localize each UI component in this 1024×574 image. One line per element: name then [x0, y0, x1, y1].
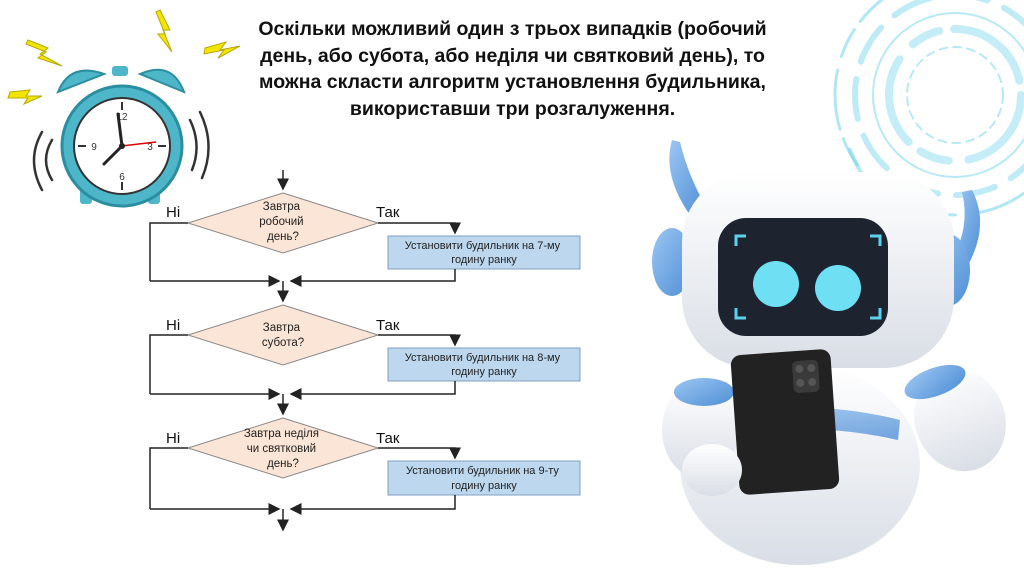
merge-arrow: [289, 495, 456, 515]
svg-text:6: 6: [119, 172, 125, 183]
decision-block-2: Завтра субота? Ні Так Установити будильн…: [149, 304, 581, 416]
svg-text:9: 9: [91, 142, 97, 153]
no-branch-line: [149, 447, 188, 509]
action-box: [387, 235, 581, 270]
svg-text:12: 12: [116, 112, 128, 123]
title-line-2: день, або субота, або неділя чи святкови…: [260, 44, 765, 67]
decision-block-1: Завтра робочий день? Ні Так Установити б…: [149, 192, 581, 303]
yes-label: Так: [376, 317, 400, 334]
decision-diamond: [186, 304, 380, 366]
no-label: Ні: [166, 317, 180, 334]
yes-label: Так: [376, 204, 400, 221]
decision-question: Завтра неділя чи святковий день?: [244, 428, 322, 470]
merge-arrow: [289, 269, 456, 287]
no-branch-line: [149, 222, 188, 281]
title-line-1: Оскільки можливий один з трьох випадків …: [258, 18, 767, 40]
decision-diamond: [186, 417, 380, 479]
yes-label: Так: [376, 430, 400, 447]
action-text: Установити будильник на 8-му годину ранк…: [405, 352, 563, 378]
action-box: [387, 347, 581, 382]
no-branch-line: [149, 334, 188, 394]
yes-branch-arrow: [378, 222, 461, 235]
title-line-4: використавши три розгалуження.: [349, 97, 676, 120]
yes-branch-arrow: [378, 334, 461, 347]
decision-diamond: [186, 192, 380, 254]
decision-question: Завтра субота?: [262, 322, 304, 349]
svg-text:3: 3: [147, 142, 153, 153]
decision-question: Завтра робочий день?: [259, 201, 307, 243]
yes-branch-arrow: [378, 447, 461, 460]
lightning-bolt-icon: [7, 9, 241, 106]
no-label: Ні: [166, 204, 180, 221]
decision-block-3: Завтра неділя чи святковий день? Ні Так …: [149, 417, 581, 532]
title-line-3: можна скласти алгоритм установлення буди…: [259, 71, 766, 93]
slide-title: Оскільки можливий один з трьох випадків …: [205, 16, 820, 122]
action-text: Установити будильник на 9-ту годину ранк…: [406, 465, 562, 492]
action-text: Установити будильник на 7-му годину ранк…: [405, 240, 563, 266]
action-box: [387, 460, 581, 496]
merge-arrow: [289, 381, 456, 400]
no-label: Ні: [166, 430, 180, 447]
